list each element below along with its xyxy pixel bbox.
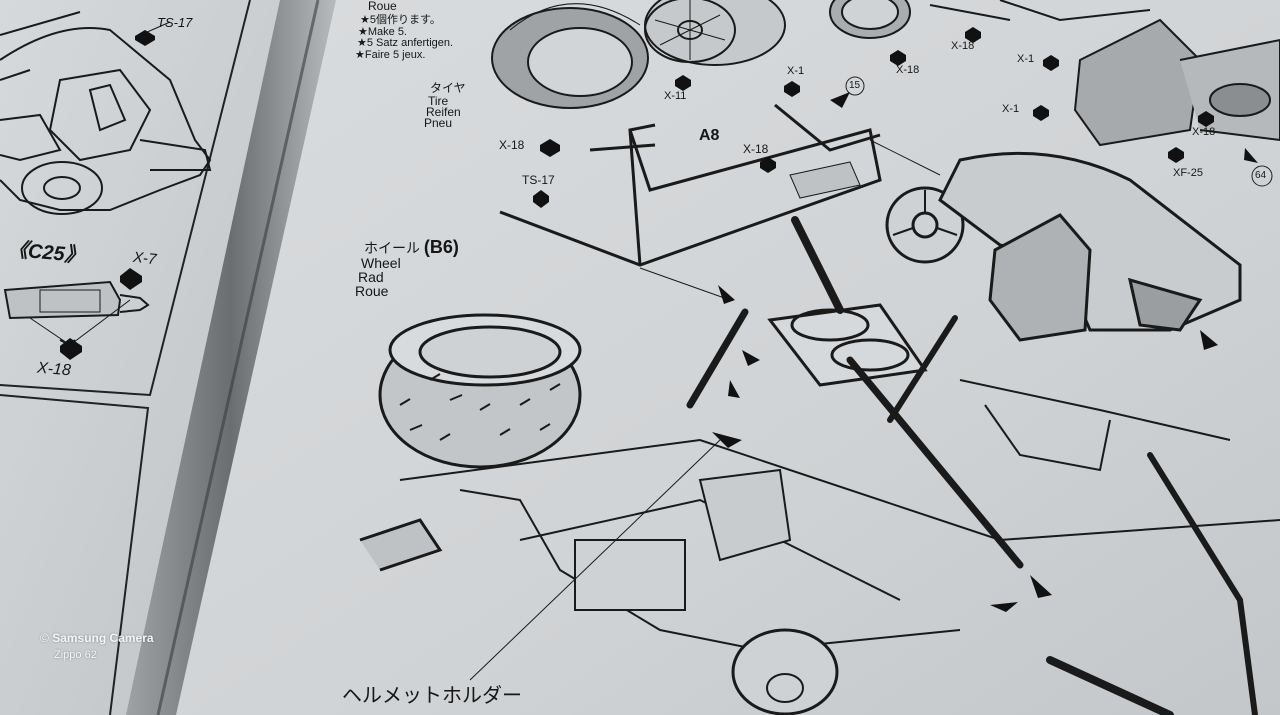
wheel-label-jp: ホイール (B6) (364, 238, 459, 256)
paint-code-x1-top: X-1 (787, 65, 805, 77)
paint-code-x18-steer: X-18 (896, 64, 920, 76)
tire-label-de: Reifen (426, 105, 461, 119)
paint-code-x18-dash: X-18 (1192, 126, 1216, 138)
tire-label-jp: タイヤ (430, 81, 466, 95)
wheel-label-en: Wheel (361, 255, 401, 271)
copyright-icon: © (40, 631, 49, 645)
wheel-label-code: (B6) (423, 237, 459, 257)
wheel-b6-tire (378, 313, 582, 469)
watermark-title-text: Samsung Camera (52, 631, 154, 645)
chassis-drawing (359, 379, 1280, 715)
helmet-holder-drawing (686, 216, 1024, 569)
camera-watermark: © Samsung Camera Zippo 62 (40, 631, 154, 661)
book-gutter (126, 0, 336, 715)
step-number-circle-15 (845, 76, 865, 96)
step-number-64: 64 (1255, 170, 1267, 181)
top-tire-drawing (491, 3, 649, 109)
paint-code-x18-rollcage: X-18 (499, 138, 525, 152)
wheel-label-jp-text: ホイール (364, 240, 420, 256)
paint-code-xf25: XF-25 (1173, 167, 1203, 179)
left-assembly-drawing (0, 11, 212, 347)
instruction-roue-top: Roue (368, 0, 397, 13)
paint-code-x18-mid: X-18 (743, 142, 769, 156)
top-wheel-drawing (644, 0, 786, 66)
rollcage-a8-label: A8 (699, 127, 720, 144)
top-right-dashboard (999, 0, 1280, 147)
step-number-15: 15 (849, 80, 861, 91)
watermark-title: © Samsung Camera (40, 631, 154, 645)
dashboard-drawing (938, 151, 1242, 342)
tire-label-fr: Pneu (424, 116, 453, 130)
left-ts17-label: TS-17 (157, 15, 193, 30)
roll-cage-drawing (499, 103, 941, 301)
assembly-arrows (712, 92, 1258, 612)
instruction-fr: ★Faire 5 jeux. (355, 49, 426, 61)
wheel-label-fr: Roue (355, 283, 389, 299)
tire-label-en: Tire (428, 94, 449, 108)
paint-code-x11: X-11 (664, 90, 687, 102)
step-number-circle-64 (1251, 165, 1273, 187)
steering-wheel (885, 186, 965, 264)
watermark-subtitle: Zippo 62 (54, 649, 97, 661)
instruction-en: ★Make 5. (358, 26, 407, 38)
paint-code-ts17: TS-17 (522, 173, 555, 187)
paint-code-x18-topright: X-18 (951, 40, 975, 52)
helmet-holder-caption: ヘルメットホルダー (342, 685, 522, 707)
left-paint-markers (60, 30, 155, 360)
paint-code-x1-a: X-1 (1017, 53, 1035, 65)
steering-wheel-top (829, 0, 1011, 39)
paint-code-x1-b: X-1 (1002, 103, 1020, 115)
left-x18-label: X-18 (36, 359, 72, 380)
right-paint-markers (533, 27, 1214, 208)
left-x7-label: X-7 (132, 248, 158, 269)
instruction-jp: ★5個作ります。 (360, 14, 441, 26)
wheel-label-de: Rad (358, 269, 384, 285)
instruction-de: ★5 Satz anfertigen. (357, 37, 454, 49)
